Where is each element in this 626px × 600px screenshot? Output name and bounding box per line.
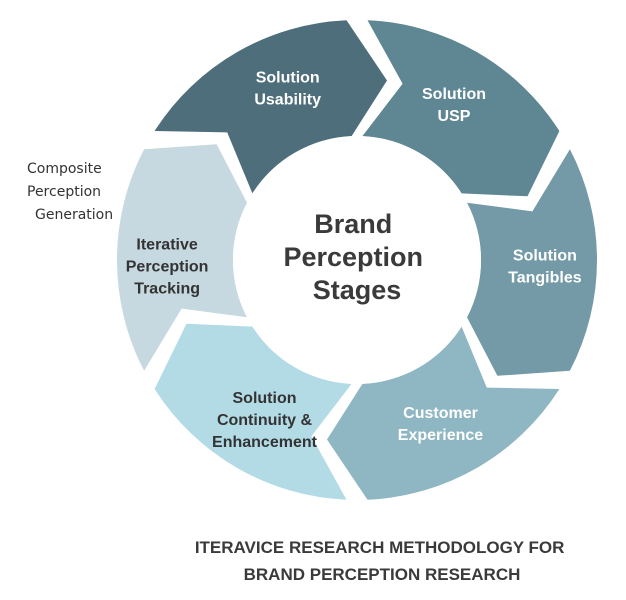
center-circle (233, 136, 481, 384)
segment-label-line: Iterative (136, 237, 197, 254)
center-title-line-3: Stages (313, 275, 402, 305)
side-note-line-3: Generation (35, 207, 113, 223)
caption-line-2: BRAND PERCEPTION RESEARCH (244, 565, 521, 584)
segment-label-line: USP (438, 108, 471, 125)
segment-solution-continuity-enhancement (154, 323, 352, 500)
methodology-caption: ITERAVICE RESEARCH METHODOLOGY FOR BRAND… (195, 538, 569, 584)
stage-ring (116, 20, 598, 500)
segment-solution-usability (154, 20, 387, 194)
segment-label-line: Continuity & (217, 412, 313, 429)
segment-solution-usp (362, 20, 560, 197)
segment-label-line: Solution (256, 70, 320, 87)
segment-label-line: Tracking (134, 281, 200, 298)
segment-label-line: Tangibles (508, 270, 582, 287)
side-note-line-2: Perception (27, 184, 101, 200)
segment-label-line: Usability (254, 92, 321, 109)
composite-perception-generation-note: Composite Perception Generation (27, 161, 113, 223)
center-title-line-1: Brand (314, 209, 392, 239)
segment-label-line: Enhancement (212, 434, 318, 451)
segment-customer-experience (327, 326, 560, 500)
caption-line-1: ITERAVICE RESEARCH METHODOLOGY FOR (195, 538, 565, 557)
segment-label-line: Solution (422, 86, 486, 103)
segment-solution-tangibles (467, 149, 598, 376)
segment-label-line: Solution (233, 390, 297, 407)
center-title: Brand Perception Stages (283, 209, 430, 305)
segment-iterative-perception-tracking (116, 144, 247, 371)
segment-label-line: Perception (126, 259, 209, 276)
segment-label-line: Solution (513, 248, 577, 265)
center-title-line-2: Perception (283, 242, 423, 272)
side-note-line-1: Composite (27, 161, 102, 177)
segment-label-line: Customer (403, 405, 478, 422)
segment-label-line: Experience (398, 427, 483, 444)
